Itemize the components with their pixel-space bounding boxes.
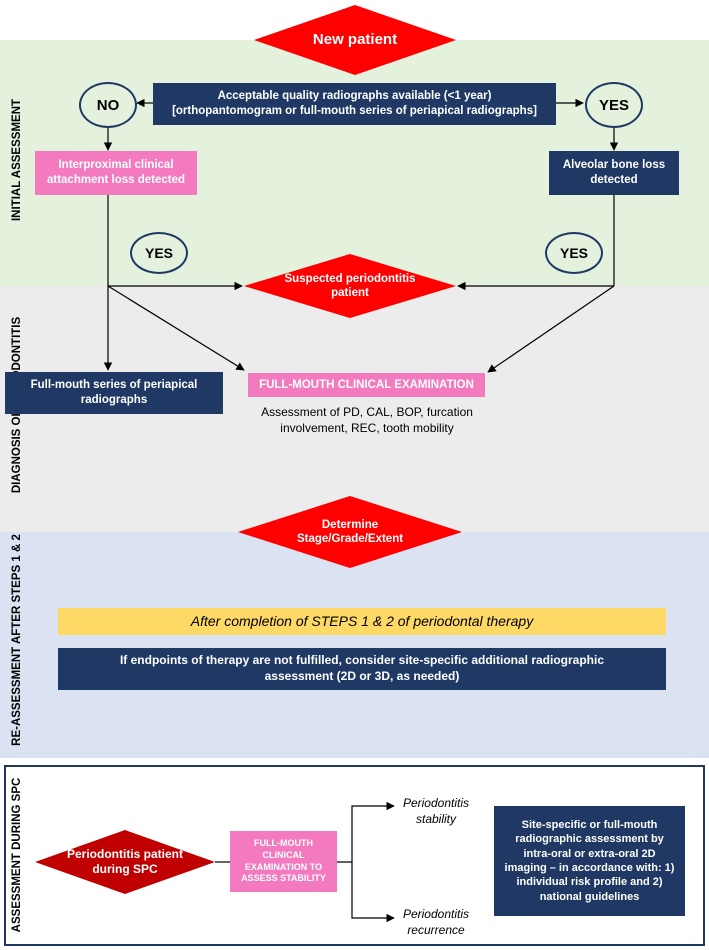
radiographs-available-node: Acceptable quality radiographs available… (153, 83, 556, 125)
no-decision: NO (79, 82, 137, 128)
suspected-diamond (244, 254, 456, 318)
yes-right-label: YES (545, 232, 603, 274)
suspected-periodontitis-node: Suspected periodontitis patient (284, 272, 416, 299)
full-mouth-series-node: Full-mouth series of periapical radiogra… (5, 372, 223, 414)
new-patient-diamond (254, 5, 456, 75)
after-completion-banner: After completion of STEPS 1 & 2 of perio… (58, 608, 666, 635)
alveolar-bone-loss-node: Alveolar bone loss detected (549, 151, 679, 195)
radiographs-line1: Acceptable quality radiographs available… (217, 90, 492, 103)
periodontitis-spc-node: Periodontitis patient during SPC (66, 847, 183, 876)
spc-diamond (35, 830, 215, 894)
determine-diamond (238, 496, 462, 568)
determine-stage-node: Determine Stage/Grade/Extent (296, 518, 404, 545)
yes-left-label: YES (130, 232, 188, 274)
radiographs-line2: [orthopantomogram or full-mouth series o… (172, 105, 537, 117)
full-mouth-clinical-exam-node: FULL-MOUTH CLINICAL EXAMINATION (248, 373, 485, 397)
fm-exam-stability-node: FULL-MOUTH CLINICAL EXAMINATION TO ASSES… (230, 831, 337, 892)
yes-decision: YES (585, 82, 643, 128)
assessment-details-text: Assessment of PD, CAL, BOP, furcation in… (261, 405, 473, 436)
periodontitis-recurrence-text: Periodontitis recurrence (402, 907, 470, 937)
new-patient-node: New patient (312, 30, 398, 48)
reassessment-band (0, 532, 709, 758)
periodontitis-stability-text: Periodontitis stability (402, 796, 470, 826)
site-specific-assessment-node: Site-specific or full-mouth radiographic… (494, 806, 685, 916)
interproximal-loss-node: Interproximal clinical attachment loss d… (35, 151, 197, 195)
endpoints-node: If endpoints of therapy are not fulfille… (58, 648, 666, 690)
